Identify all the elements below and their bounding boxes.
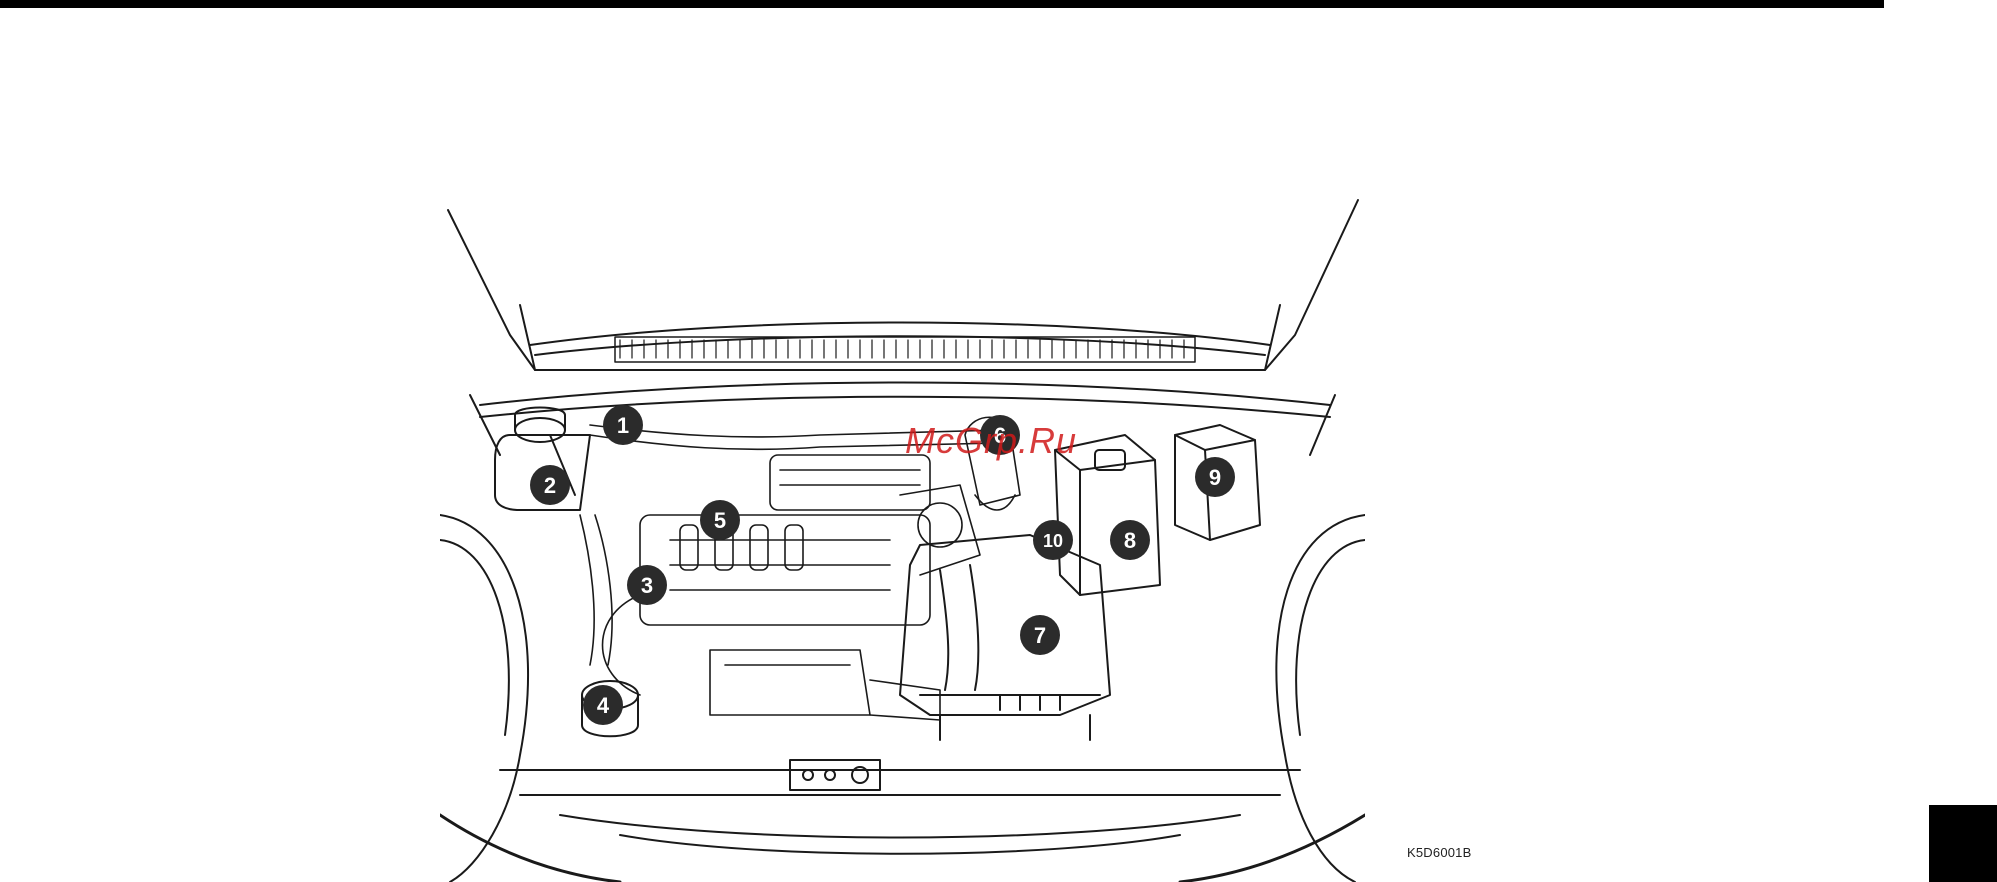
callout-5: 5	[700, 500, 740, 540]
callout-4: 4	[583, 685, 623, 725]
callout-9-number: 9	[1209, 465, 1221, 490]
callout-8-number: 8	[1124, 528, 1136, 553]
callout-7-number: 7	[1034, 623, 1046, 648]
engine-compartment-illustration: 1 2 3 4 5 6 7 8 9 10	[440, 195, 1365, 882]
callout-4-number: 4	[597, 693, 610, 718]
watermark: McGrp.Ru	[905, 420, 1077, 462]
callout-10: 10	[1033, 520, 1073, 560]
callout-5-number: 5	[714, 508, 726, 533]
hood	[448, 200, 1358, 370]
strut-bar	[470, 383, 1335, 456]
callout-8: 8	[1110, 520, 1150, 560]
callout-2-number: 2	[544, 473, 556, 498]
page-tab	[1929, 805, 1997, 882]
top-rule	[0, 0, 1884, 8]
callout-10-number: 10	[1043, 531, 1063, 551]
callout-1-number: 1	[617, 413, 629, 438]
figure-code: K5D6001B	[1407, 845, 1471, 860]
callout-2: 2	[530, 465, 570, 505]
fenders	[440, 515, 1365, 882]
callout-3: 3	[627, 565, 667, 605]
callout-3-number: 3	[641, 573, 653, 598]
air-cleaner	[900, 535, 1110, 740]
callout-1: 1	[603, 405, 643, 445]
callout-7: 7	[1020, 615, 1060, 655]
reservoirs	[495, 408, 638, 737]
front-crossmember	[500, 760, 1300, 854]
callout-9: 9	[1195, 457, 1235, 497]
